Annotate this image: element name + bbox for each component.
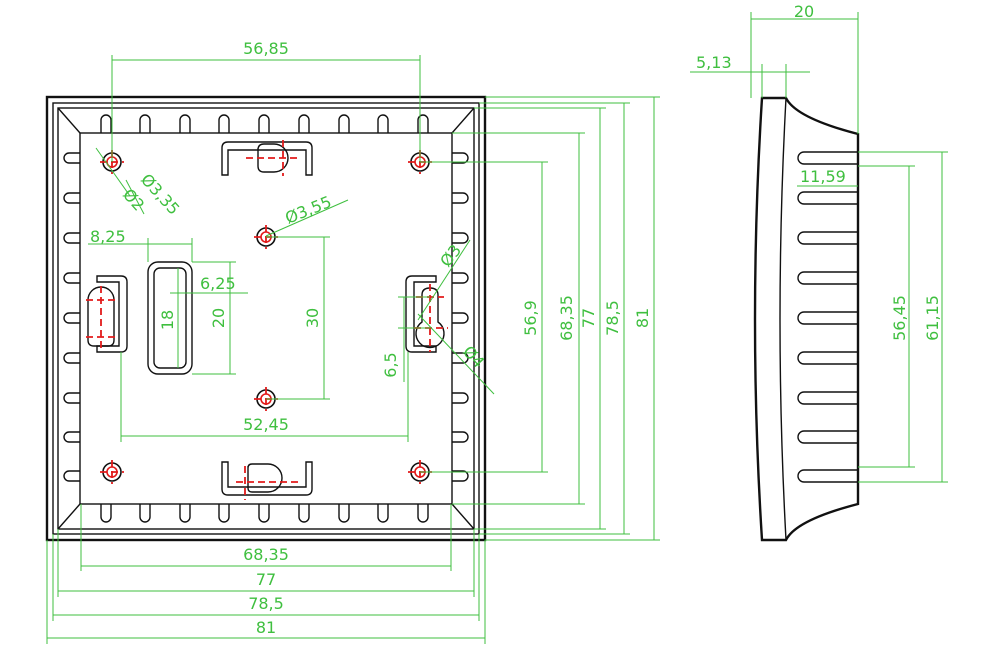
dim-bottom: 68,35 77 78,5 81 [46,504,486,644]
vent-slot-bottom [218,504,230,523]
vent-slot-top [100,114,112,133]
dim-bottom-2: 77 [256,570,276,589]
vent-slot-right [452,431,469,443]
dim-625: 6,25 [200,274,236,293]
vent-slot-right [452,312,469,324]
side-vent-slot [797,469,858,483]
dim-right-2: 68,35 [557,295,576,341]
dim-right: 56,9 68,35 77 78,5 81 [420,96,660,541]
dim-side-offset: 5,13 [696,53,732,72]
vent-slot-left [63,232,80,244]
vent-slots [63,114,469,523]
dim-hole-335: Ø3,35 [137,170,183,219]
side-vent-slot [797,311,858,325]
vent-slot-right [452,192,469,204]
vent-slot-right [452,232,469,244]
side-vent-slot [797,231,858,245]
side-profile-inner-edge [779,97,787,541]
dim-top-label: 56,85 [243,39,289,58]
dim-right-1: 56,9 [521,300,540,336]
side-view: 20 5,13 11,59 56,45 61,15 [690,2,948,542]
vent-slot-right [452,272,469,284]
dim-right-4: 78,5 [603,300,622,336]
dim-825: 8,25 [90,227,126,246]
keyhole-bottom [221,461,313,500]
dim-65: 6,5 [381,352,400,377]
dim-bottom-4: 81 [256,618,276,637]
dim-bottom-1: 68,35 [243,545,289,564]
vent-slot-top [139,114,151,133]
center-slot [147,261,193,375]
vent-slot-bottom [338,504,350,523]
vent-slot-left [63,470,80,482]
side-vent-slot [797,191,858,205]
vent-slot-top [338,114,350,133]
dim-slot-3: Ø3 [436,241,465,271]
vent-slot-left [63,352,80,364]
vent-slot-left [63,152,80,164]
bevel-corners [57,107,475,530]
dim-hole-355: Ø3,55 [282,192,334,228]
vent-slot-bottom [139,504,151,523]
dim-top: 56,85 [111,39,421,162]
dim-side: 20 5,13 11,59 56,45 61,15 [690,2,948,483]
outer-frame-inner-edge [52,102,480,535]
dim-5245: 52,45 [243,415,289,434]
vent-slot-top [417,114,429,133]
vent-slot-left [63,431,80,443]
vent-slot-top [179,114,191,133]
dim-side-vent-depth: 11,59 [800,167,846,186]
vent-slot-top [218,114,230,133]
vent-slot-top [377,114,389,133]
dim-18: 18 [158,310,177,330]
vent-slot-left [63,192,80,204]
vent-slot-bottom [298,504,310,523]
dim-30: 30 [303,308,322,328]
keyhole-top [221,140,313,176]
side-vent-slots [797,151,858,483]
vent-slot-bottom [417,504,429,523]
bevel-inner-edge [79,132,453,505]
dim-20: 20 [209,308,228,328]
dim-inner: Ø3,35 Ø2 Ø3,55 8,25 6,25 18 20 30 52,45 [88,147,495,442]
outer-frame [45,95,487,542]
dim-side-outer: 61,15 [923,295,942,341]
side-vent-slot [797,351,858,365]
side-vent-slot [797,430,858,444]
vent-slot-left [63,272,80,284]
vent-slot-top [258,114,270,133]
front-view: 56,85 68,35 77 78,5 81 56,9 [45,39,660,644]
vent-slot-top [298,114,310,133]
dim-side-width: 20 [794,2,814,21]
vent-slot-left [63,392,80,404]
vent-slot-bottom [100,504,112,523]
vent-slot-bottom [258,504,270,523]
keyhole-right [405,275,448,353]
keyhole-left [86,275,128,353]
dim-side-inner: 56,45 [890,295,909,341]
vent-slot-right [452,152,469,164]
side-vent-slot [797,151,858,165]
dim-right-3: 77 [579,308,598,328]
vent-slot-right [452,392,469,404]
dim-bottom-3: 78,5 [248,594,284,613]
vent-slot-bottom [377,504,389,523]
side-vent-slot [797,391,858,405]
vent-slot-right [452,470,469,482]
vent-slot-left [63,312,80,324]
dim-right-5: 81 [633,308,652,328]
vent-slot-right [452,352,469,364]
side-vent-slot [797,271,858,285]
vent-slot-bottom [179,504,191,523]
